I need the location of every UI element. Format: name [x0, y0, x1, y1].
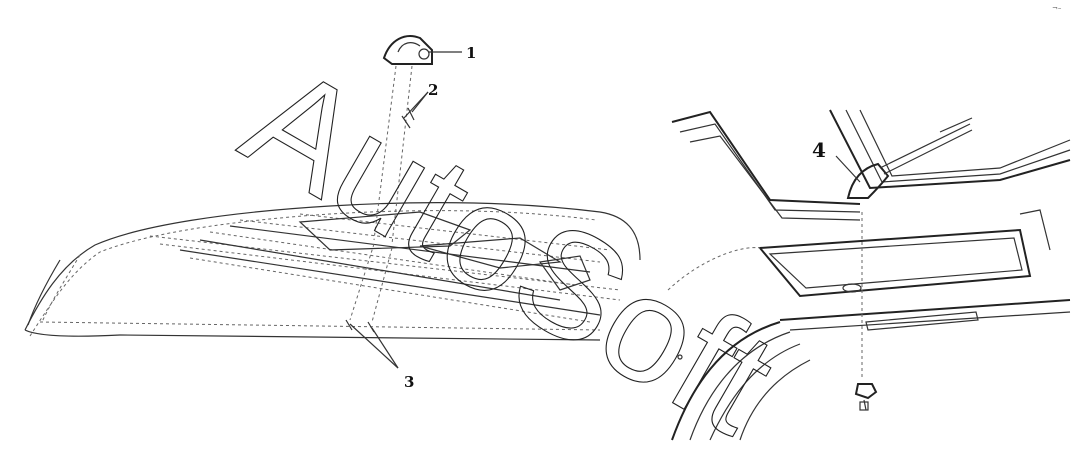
- corner-mark: ¬–: [1052, 4, 1062, 12]
- watermark: AutoSoft: [218, 32, 801, 466]
- roof-panel-illustration: [24, 35, 641, 369]
- callout-2: 2: [428, 81, 438, 99]
- watermark-text: AutoSoft: [219, 32, 801, 465]
- callout-3: 3: [404, 373, 414, 391]
- callout-1: 1: [466, 44, 476, 62]
- callout-4: 4: [812, 138, 826, 162]
- roof-interior-detail: [667, 109, 1071, 441]
